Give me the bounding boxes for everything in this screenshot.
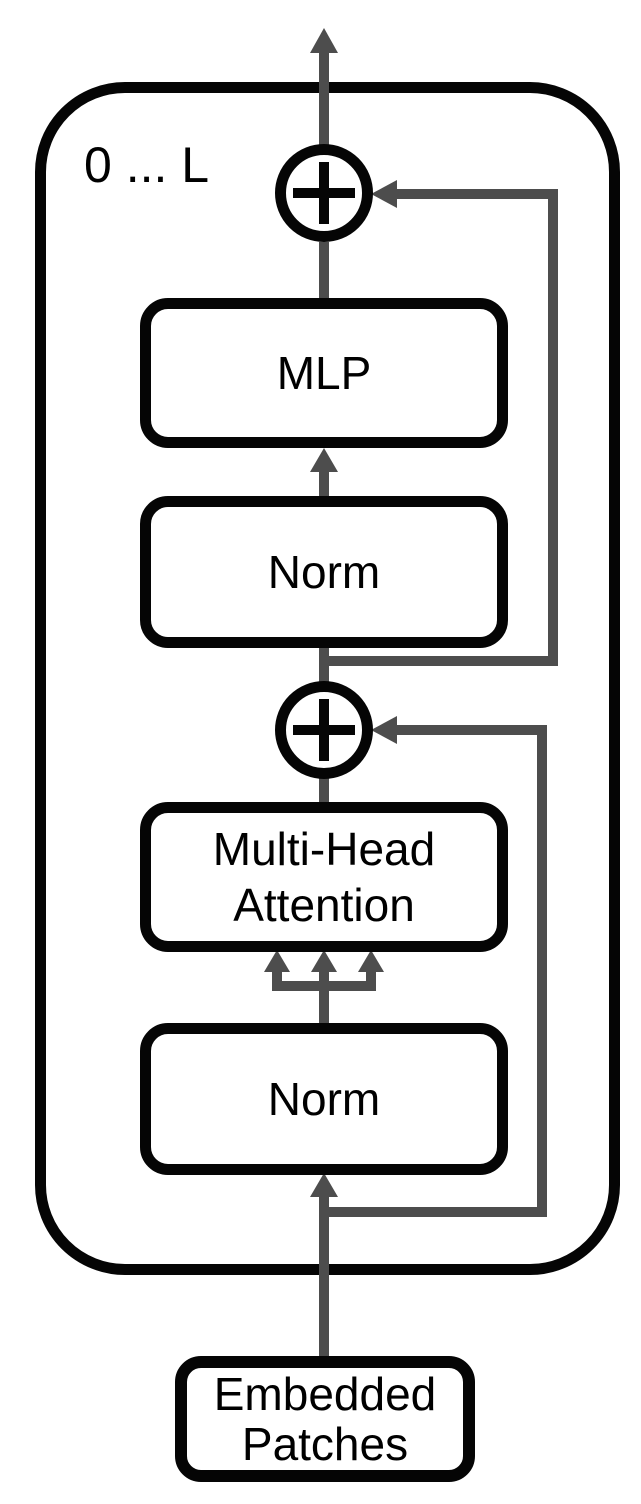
norm-upper-label: Norm bbox=[267, 546, 381, 598]
trident-middle-shaft bbox=[319, 971, 329, 991]
mha-label-line2: Attention bbox=[233, 879, 415, 931]
trident-right-arrow-head-icon bbox=[358, 950, 384, 972]
skip1-bottom-segment bbox=[319, 656, 558, 666]
mlp-label: MLP bbox=[276, 347, 372, 399]
norm2-to-mha-stem bbox=[319, 989, 329, 1025]
embedded-label-line2: Patches bbox=[241, 1418, 409, 1470]
trident-middle-arrow-head-icon bbox=[311, 950, 337, 972]
mha-label-line1: Multi-Head bbox=[212, 823, 436, 875]
trident-left-shaft bbox=[272, 971, 282, 991]
norm1-to-mlp-shaft bbox=[319, 470, 329, 498]
skip2-vertical-segment bbox=[537, 725, 547, 1217]
multi-head-attention-label: Multi-Head Attention bbox=[213, 821, 435, 933]
trident-right-shaft bbox=[366, 971, 376, 991]
plus-bar-vertical bbox=[319, 699, 329, 761]
add2-to-norm1-segment bbox=[319, 646, 329, 684]
skip2-arrow-head-icon bbox=[371, 716, 397, 744]
skip2-top-segment bbox=[396, 725, 547, 735]
embedded-label-line1: Embedded bbox=[213, 1368, 437, 1420]
norm1-to-mlp-arrow-head-icon bbox=[310, 448, 338, 472]
skip1-top-segment bbox=[396, 189, 558, 199]
skip1-vertical-segment bbox=[548, 189, 558, 666]
input-arrow-shaft bbox=[319, 1195, 329, 1357]
mha-to-add2-segment bbox=[319, 777, 329, 804]
trident-left-arrow-head-icon bbox=[264, 950, 290, 972]
output-arrow-shaft bbox=[319, 52, 329, 146]
skip1-arrow-head-icon bbox=[371, 180, 397, 208]
residual-add-bottom-icon bbox=[275, 681, 373, 779]
mlp-block: MLP bbox=[140, 298, 508, 448]
layer-range-label: 0 ... L bbox=[84, 137, 210, 193]
add1-to-mlp-segment bbox=[319, 242, 329, 300]
skip2-bottom-segment bbox=[319, 1207, 547, 1217]
norm-upper-block: Norm bbox=[140, 496, 508, 648]
plus-bar-vertical bbox=[319, 162, 329, 224]
multi-head-attention-block: Multi-Head Attention bbox=[140, 802, 508, 952]
input-arrow-head-icon bbox=[310, 1173, 338, 1197]
norm-lower-block: Norm bbox=[140, 1023, 508, 1175]
residual-add-top-icon bbox=[275, 144, 373, 242]
output-arrow-head-icon bbox=[310, 28, 338, 53]
norm-lower-label: Norm bbox=[267, 1073, 381, 1125]
embedded-patches-block: Embedded Patches bbox=[175, 1356, 475, 1482]
embedded-patches-label: Embedded Patches bbox=[214, 1369, 437, 1469]
